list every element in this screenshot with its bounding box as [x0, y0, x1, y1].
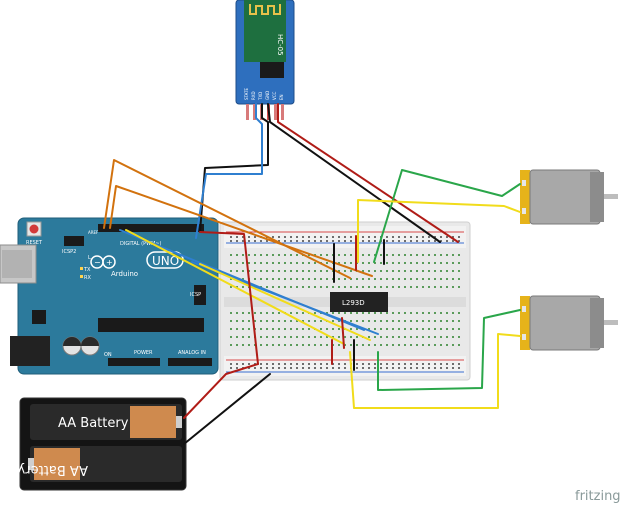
wire-red-arduino [199, 231, 259, 365]
wire-orange-1 [103, 159, 351, 279]
wire-yellow-top [357, 199, 521, 263]
bluetooth-pin-label: EN [279, 94, 284, 100]
wire-green-bottom [377, 309, 521, 391]
bluetooth-pin-label: VCC [272, 91, 277, 100]
bluetooth-model: HC-05 [276, 34, 284, 56]
bluetooth-pin [253, 104, 256, 120]
tx-label: TX [83, 267, 91, 273]
arduino-brand: Arduino [111, 270, 138, 278]
l-label: L [88, 255, 91, 261]
bluetooth-pin [281, 104, 284, 120]
digital-label: DIGITAL (PWM~) [120, 241, 162, 247]
reset-label: RESET [26, 240, 43, 246]
svg-text:+: + [106, 258, 113, 267]
icsp-label: ICSP [190, 292, 201, 298]
bluetooth-pin-label: TXD [258, 92, 263, 101]
rx-label: RX [84, 275, 91, 281]
bluetooth-pin [246, 104, 249, 120]
bluetooth-pin-label: RXD [251, 91, 256, 100]
reset-button[interactable] [29, 224, 39, 234]
wires [103, 103, 521, 445]
wire-orange-2 [109, 185, 373, 277]
wire-green-top [373, 169, 521, 263]
wire-yellow-bottom [349, 333, 521, 409]
icsp2-label: ICSP2 [62, 249, 76, 255]
battery-top: AA Battery [30, 404, 182, 440]
battery-holder: AA Battery AA Battery [17, 397, 187, 491]
wire-bt-red [277, 103, 459, 243]
fritzing-watermark: fritzing [575, 489, 620, 504]
bluetooth-pin-label: STATE [244, 87, 249, 100]
bluetooth-pin-label: GND [265, 91, 270, 100]
on-label: ON [104, 352, 112, 358]
power-label: POWER [134, 350, 153, 356]
battery-top-label: AA Battery [58, 416, 129, 431]
arduino-model: UNO [152, 254, 179, 268]
motor-bottom [520, 295, 618, 351]
battery-bottom: AA Battery [17, 446, 182, 482]
wire-yellow-1 [125, 229, 345, 345]
wire-battery-black [183, 373, 271, 445]
analog-label: ANALOG IN [178, 350, 206, 356]
arduino-board: RESET ICSP2 DIGITAL (PWM~) AREF − + Ardu… [0, 217, 219, 375]
l293d-chip: L293D [330, 292, 388, 312]
wire-bt-blue [195, 103, 263, 239]
bluetooth-pin [274, 104, 277, 120]
jumper-red-3 [341, 317, 345, 349]
svg-text:−: − [94, 258, 101, 267]
aref-label: AREF [88, 230, 99, 235]
battery-bottom-label: AA Battery [17, 462, 88, 477]
wire-bt-black [199, 103, 269, 233]
chip-label: L293D [342, 299, 365, 307]
wire-battery-red [183, 363, 259, 419]
motor-top [520, 169, 618, 225]
